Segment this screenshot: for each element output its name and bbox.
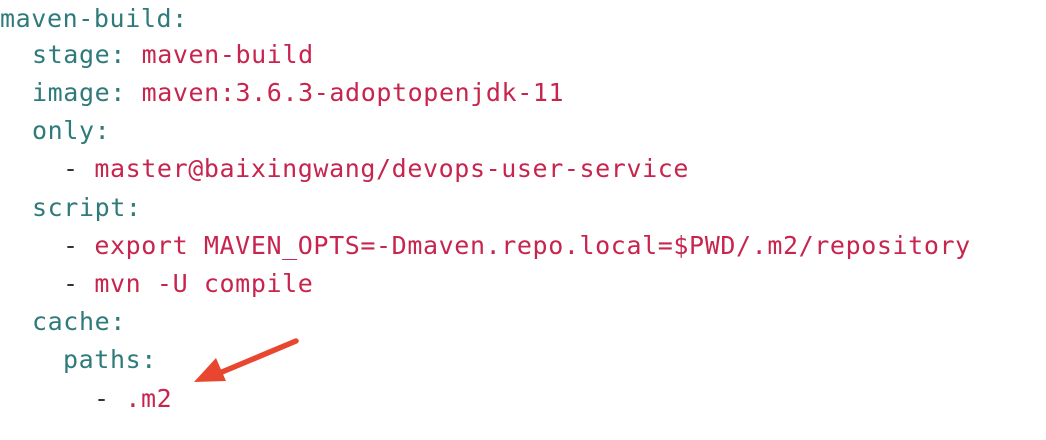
colon: : [110,307,126,336]
list-dash: - [94,384,110,413]
yaml-key-image: image [32,78,111,107]
yaml-key-paths: paths [63,345,142,374]
list-dash: - [63,269,79,298]
yaml-value-only-item: master@baixingwang/devops-user-service [94,154,690,183]
list-dash: - [63,154,79,183]
colon: : [110,78,126,107]
yaml-key-script: script [32,193,126,222]
colon: : [94,116,111,145]
code-line-script-item-1: - export MAVEN_OPTS=-Dmaven.repo.local=$… [0,227,971,265]
colon: : [141,345,157,374]
code-line-script: script: [0,189,142,227]
yaml-value-script-item-1: export MAVEN_OPTS=-Dmaven.repo.local=$PW… [94,231,971,260]
yaml-value-stage: maven-build [141,40,314,69]
code-line-image: image: maven:3.6.3-adoptopenjdk-11 [0,74,564,112]
code-line-stage: stage: maven-build [0,36,314,74]
code-line-root: maven-build: [0,0,188,38]
yaml-key-stage: stage [32,40,111,69]
yaml-value-image: maven:3.6.3-adoptopenjdk-11 [141,78,565,107]
yaml-key-only: only [32,116,95,145]
code-line-cache: cache: [0,303,126,341]
code-line-only-item: - master@baixingwang/devops-user-service [0,150,689,188]
yaml-key-root: maven-build [0,4,173,33]
yaml-value-script-item-2: mvn -U compile [94,269,314,298]
code-line-script-item-2: - mvn -U compile [0,265,313,303]
code-line-only: only: [0,112,110,150]
code-line-paths-item: - .m2 [0,380,172,418]
yaml-value-paths-item: .m2 [125,384,173,413]
colon: : [110,40,126,69]
code-line-paths: paths: [0,341,157,379]
list-dash: - [63,231,79,260]
yaml-key-cache: cache [32,307,111,336]
colon: : [125,193,142,222]
colon: : [172,4,188,33]
